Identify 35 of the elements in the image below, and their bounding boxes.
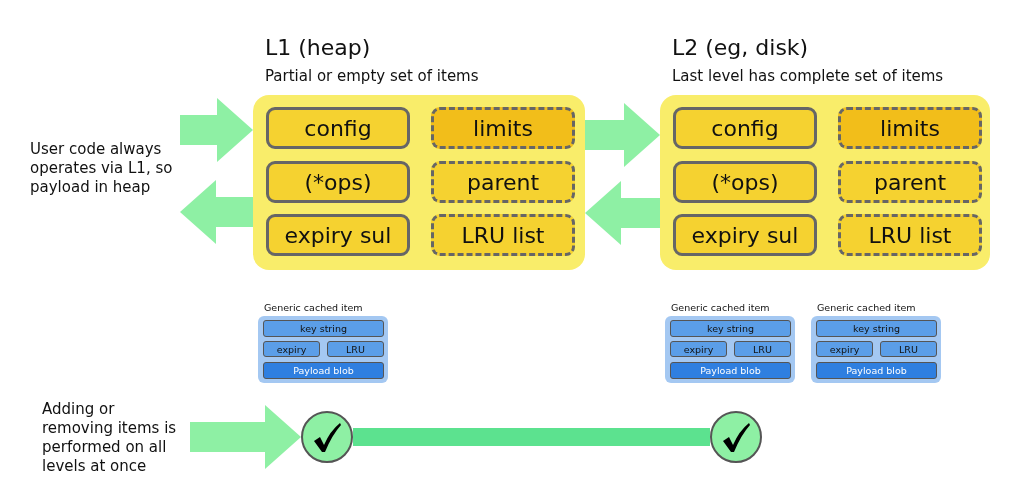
level-heading: L1 (heap) bbox=[265, 35, 371, 60]
note-text: Adding or removing items is performed on all levels at once bbox=[42, 400, 190, 476]
field-box: LRU bbox=[880, 341, 937, 357]
field-box: Payload blob bbox=[263, 362, 384, 379]
field-box: (*ops) bbox=[673, 161, 817, 203]
level-heading: L2 (eg, disk) bbox=[672, 35, 809, 60]
field-box: LRU list bbox=[431, 214, 575, 256]
field-box: config bbox=[673, 107, 817, 149]
field-box: key string bbox=[670, 320, 791, 337]
check-circle bbox=[710, 411, 762, 463]
level-subtitle: Last level has complete set of items bbox=[672, 67, 944, 85]
field-box: key string bbox=[816, 320, 937, 337]
field-box: expiry sul bbox=[266, 214, 410, 256]
field-box: (*ops) bbox=[266, 161, 410, 203]
field-box: parent bbox=[431, 161, 575, 203]
field-box: key string bbox=[263, 320, 384, 337]
field-box: LRU list bbox=[838, 214, 982, 256]
field-box: expiry bbox=[670, 341, 727, 357]
field-box: config bbox=[266, 107, 410, 149]
field-box: expiry bbox=[263, 341, 320, 357]
field-box: LRU bbox=[734, 341, 791, 357]
field-box: expiry bbox=[816, 341, 873, 357]
field-box: parent bbox=[838, 161, 982, 203]
field-box: Payload blob bbox=[816, 362, 937, 379]
card-title: Generic cached item bbox=[817, 302, 916, 313]
field-box: LRU bbox=[327, 341, 384, 357]
card-title: Generic cached item bbox=[264, 302, 363, 313]
field-box: expiry sul bbox=[673, 214, 817, 256]
field-box: limits bbox=[431, 107, 575, 149]
note-text: User code always operates via L1, so payload in heap bbox=[30, 140, 180, 197]
field-box: Payload blob bbox=[670, 362, 791, 379]
field-box: limits bbox=[838, 107, 982, 149]
check-circle bbox=[301, 411, 353, 463]
level-subtitle: Partial or empty set of items bbox=[265, 67, 479, 85]
card-title: Generic cached item bbox=[671, 302, 770, 313]
